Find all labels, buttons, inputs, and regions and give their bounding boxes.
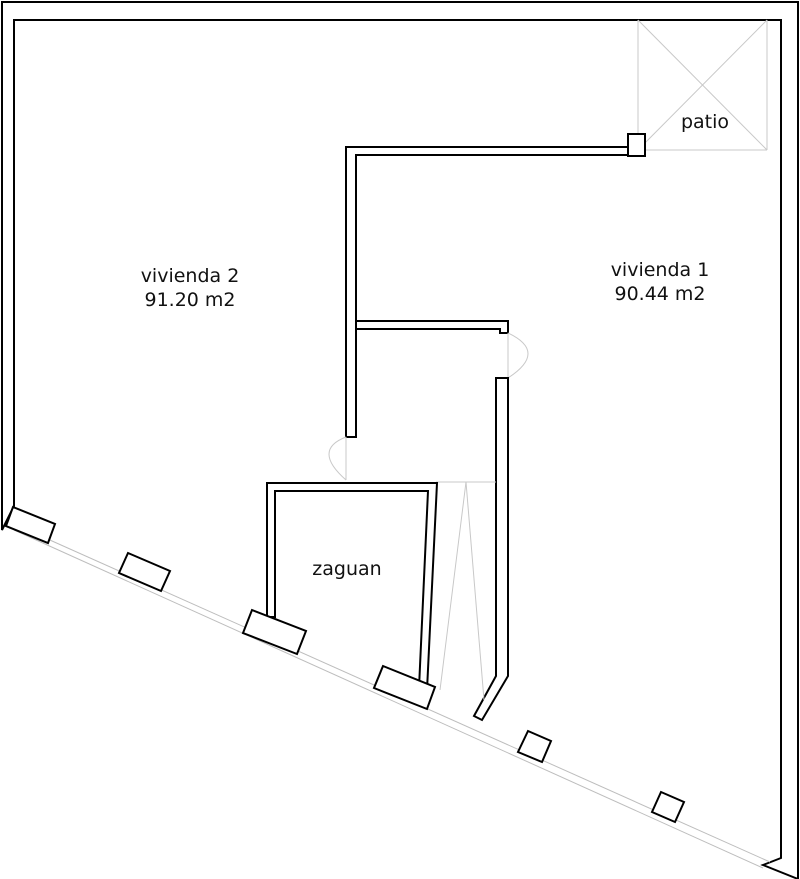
- corridor-lines: [436, 481, 496, 701]
- patio-frame: [637, 19, 768, 151]
- facade-pillar: [4, 505, 57, 545]
- room-label-zaguan: zaguan: [292, 557, 402, 581]
- patio-pillar: [627, 133, 646, 157]
- room-label-vivienda-2: vivienda 2 91.20 m2: [105, 264, 275, 312]
- facade-pillars: [4, 505, 686, 824]
- interior-wall-arm: [355, 320, 509, 334]
- zaguan-wall: [266, 482, 439, 692]
- interior-wall-top: [345, 146, 631, 438]
- room-label-vivienda-1: vivienda 1 90.44 m2: [590, 258, 730, 306]
- door-swings: [328, 332, 529, 481]
- room-area: 90.44 m2: [614, 283, 706, 305]
- facade-pillar: [241, 608, 308, 656]
- room-name: zaguan: [312, 558, 382, 580]
- corridor-wall: [472, 377, 509, 722]
- facade-pillar: [372, 664, 437, 711]
- room-label-patio: patio: [670, 110, 740, 134]
- room-name: vivienda 2: [140, 265, 240, 287]
- facade-pillar: [516, 729, 553, 764]
- room-name: vivienda 1: [610, 259, 710, 281]
- facade-pillar: [650, 790, 686, 824]
- room-area: 91.20 m2: [144, 289, 236, 311]
- facade-pillar: [117, 551, 172, 593]
- room-name: patio: [680, 111, 730, 133]
